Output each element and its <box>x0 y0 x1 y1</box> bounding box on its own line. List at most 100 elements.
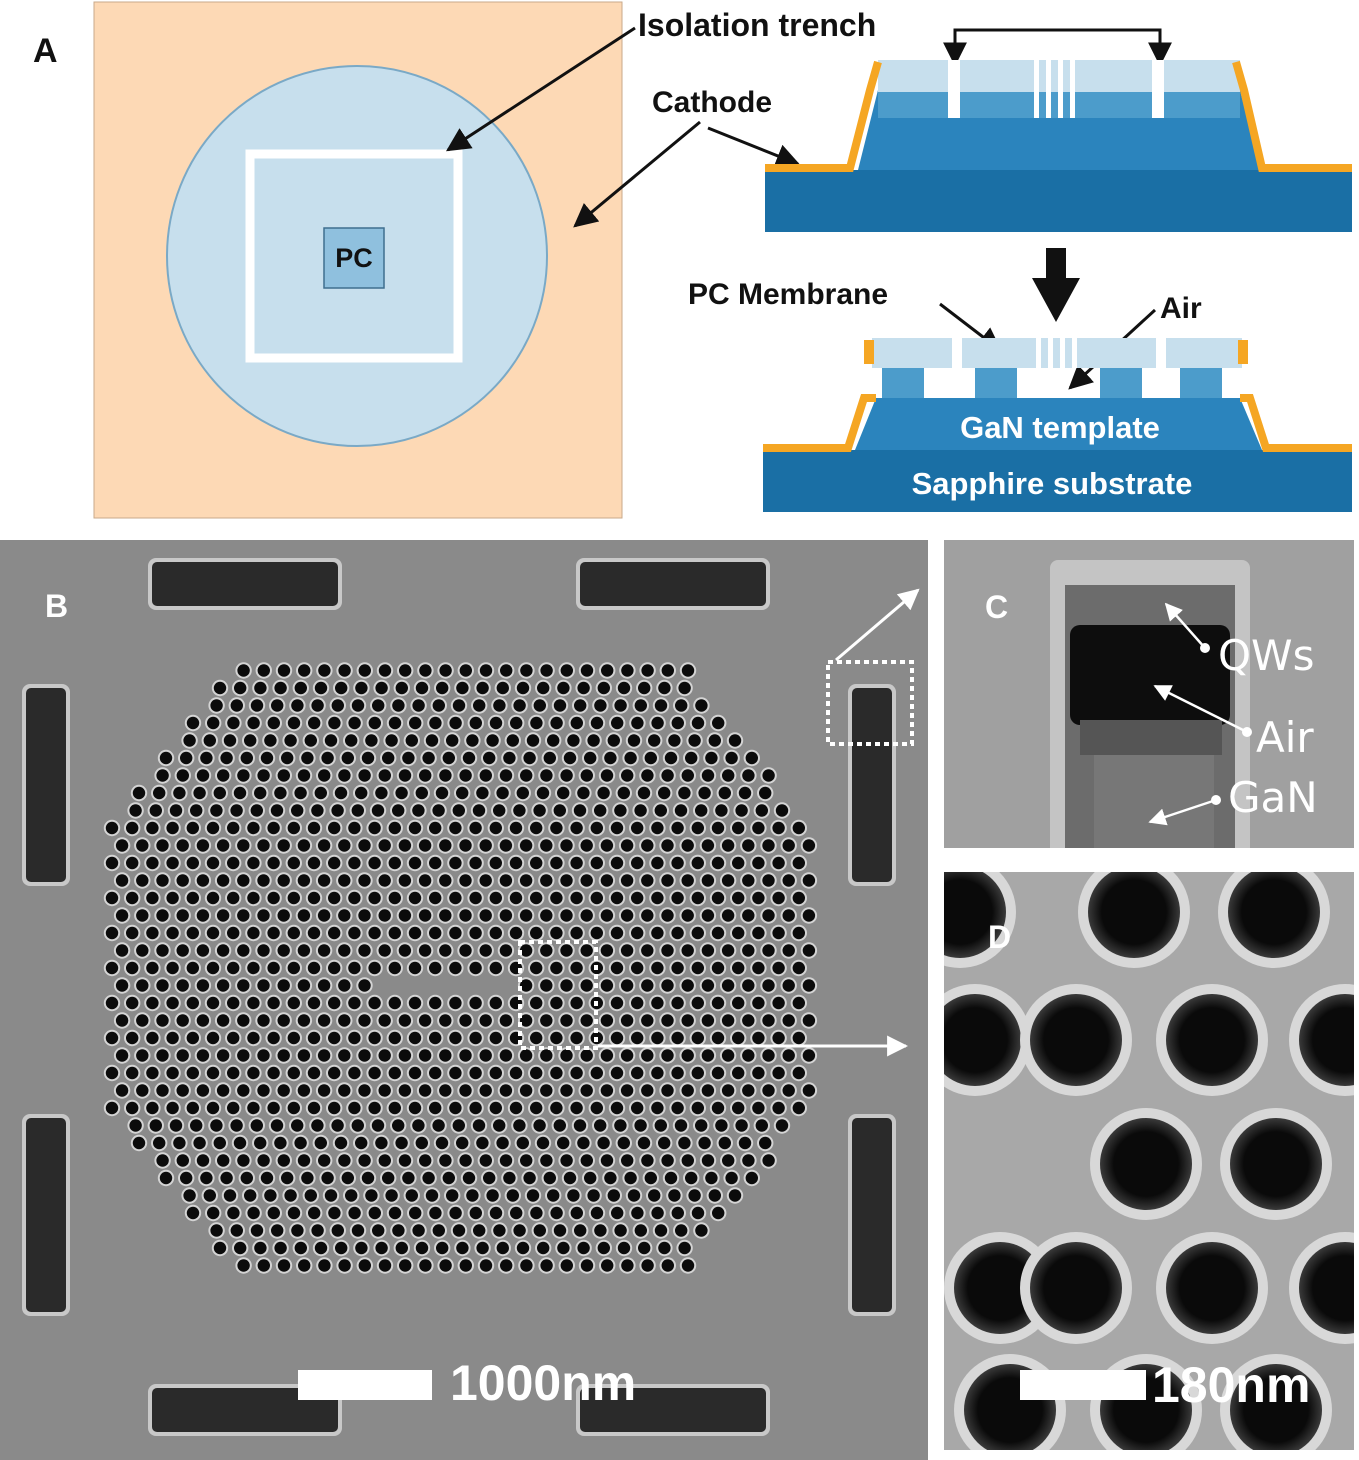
air-hole <box>388 821 401 835</box>
air-hole <box>166 926 179 940</box>
air-hole <box>479 909 492 922</box>
air-hole <box>439 1049 452 1062</box>
air-hole <box>577 786 590 800</box>
air-hole <box>718 786 731 800</box>
air-hole <box>664 1171 678 1185</box>
air-hole <box>136 944 149 957</box>
air-hole <box>536 1136 550 1150</box>
air-hole <box>207 716 220 730</box>
air-hole <box>105 821 119 835</box>
air-hole <box>338 769 351 782</box>
air-hole <box>200 751 213 765</box>
air-hole <box>701 1084 715 1097</box>
air-hole <box>742 874 755 887</box>
air-hole <box>550 856 563 870</box>
air-hole <box>126 1066 139 1080</box>
air-hole <box>129 804 142 817</box>
air-hole <box>752 996 765 1010</box>
air-hole <box>274 1136 287 1150</box>
air-hole <box>176 839 189 852</box>
air-hole <box>277 1154 290 1167</box>
air-hole <box>658 1136 671 1150</box>
air-hole <box>216 1014 230 1027</box>
air-hole <box>378 1049 391 1062</box>
air-hole <box>176 1084 189 1097</box>
air-hole <box>244 1189 257 1202</box>
air-hole <box>489 996 502 1010</box>
air-hole <box>156 979 169 992</box>
air-hole <box>257 1154 270 1167</box>
air-hole <box>742 1084 755 1097</box>
air-hole <box>594 1224 607 1237</box>
air-hole <box>277 874 290 887</box>
air-hole <box>1030 1242 1122 1334</box>
air-hole <box>509 1066 523 1080</box>
air-hole <box>590 1206 604 1220</box>
trench-right <box>1152 60 1164 118</box>
air-hole <box>388 1031 401 1045</box>
air-hole <box>237 909 250 922</box>
air-hole <box>368 856 381 870</box>
air-hole <box>543 751 556 765</box>
air-hole <box>196 944 210 957</box>
air-hole <box>721 1084 735 1097</box>
air-hole <box>752 891 765 905</box>
air-hole <box>388 856 401 870</box>
air-hole <box>156 1084 169 1097</box>
air-hole <box>1166 1242 1258 1334</box>
air-hole <box>422 751 435 765</box>
air-hole <box>567 734 580 747</box>
air-hole <box>469 1206 482 1220</box>
air-hole <box>456 1136 469 1150</box>
isolation-slots <box>22 558 896 1436</box>
air-hole <box>115 874 129 887</box>
air-hole <box>540 909 553 922</box>
air-hole <box>560 1049 573 1062</box>
air-hole <box>375 1241 388 1255</box>
air-hole <box>321 751 334 765</box>
cross-section-before <box>765 60 1352 232</box>
air-hole <box>600 979 614 992</box>
air-hole <box>415 1136 428 1150</box>
air-hole <box>631 1031 644 1045</box>
air-hole <box>257 874 270 887</box>
air-hole <box>388 1066 401 1080</box>
air-hole <box>217 769 230 782</box>
air-hole <box>287 856 300 870</box>
air-hole <box>331 1119 344 1132</box>
air-hole <box>196 1014 210 1027</box>
air-hole <box>317 874 331 887</box>
air-hole <box>395 681 408 695</box>
air-hole <box>176 874 189 887</box>
air-hole <box>641 1154 654 1167</box>
air-hole <box>338 1154 351 1167</box>
air-hole <box>429 856 442 870</box>
air-hole <box>439 769 452 782</box>
air-hole <box>294 1241 307 1255</box>
air-hole <box>499 1084 513 1097</box>
air-hole <box>186 1101 199 1115</box>
air-hole <box>105 891 119 905</box>
air-hole <box>206 996 220 1010</box>
air-hole <box>594 699 607 712</box>
air-hole <box>671 996 684 1010</box>
air-hole <box>153 786 166 800</box>
air-hole <box>701 1014 715 1027</box>
air-hole <box>631 716 644 730</box>
air-hole <box>351 1119 364 1132</box>
air-hole <box>216 944 230 957</box>
air-hole <box>358 1049 371 1062</box>
air-hole <box>415 681 429 695</box>
air-hole <box>324 734 338 747</box>
air-hole <box>419 769 432 782</box>
air-hole <box>671 856 684 870</box>
air-hole <box>641 1259 654 1272</box>
air-hole <box>270 1119 284 1132</box>
air-hole <box>449 1031 462 1045</box>
air-hole <box>307 856 321 870</box>
air-hole <box>520 1259 533 1272</box>
air-hole <box>536 786 550 800</box>
air-hole <box>466 1189 479 1202</box>
air-hole <box>439 909 452 922</box>
air-hole <box>500 664 513 677</box>
